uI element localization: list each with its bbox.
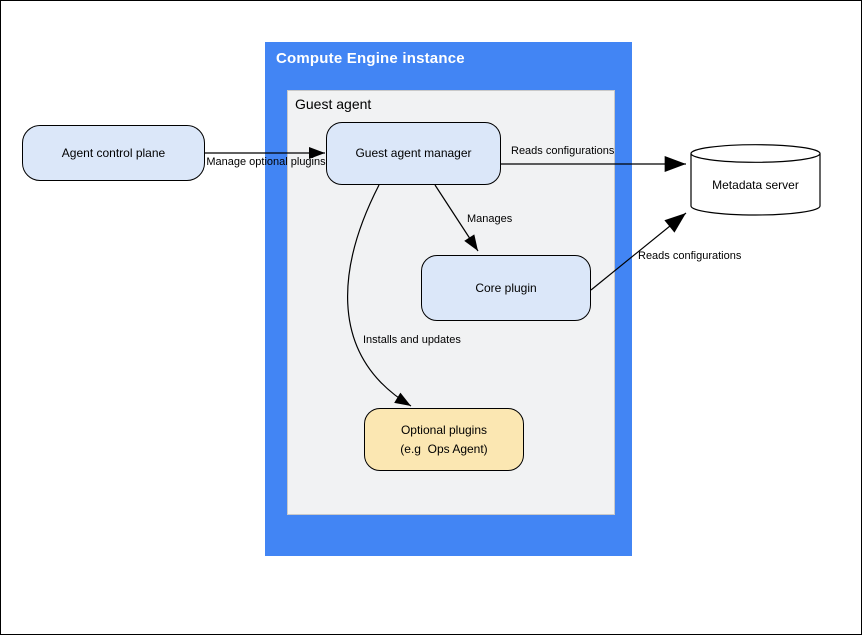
edge-label-installs-and-updates: Installs and updates	[363, 334, 461, 346]
agent-control-plane-node: Agent control plane	[22, 125, 205, 181]
edge-label-reads-configurations-core: Reads configurations	[638, 250, 742, 262]
guest-agent-manager-label: Guest agent manager	[355, 146, 472, 160]
compute-engine-instance-title: Compute Engine instance	[276, 50, 465, 67]
metadata-server-node: Metadata server	[690, 144, 821, 216]
optional-plugins-label-line1: Optional plugins	[400, 422, 488, 437]
edge-label-reads-configurations-manager: Reads configurations	[511, 145, 615, 157]
guest-agent-manager-node: Guest agent manager	[326, 122, 501, 185]
edge-label-manage-optional-plugins: Manage optional plugins	[206, 156, 326, 168]
metadata-server-label: Metadata server	[712, 178, 799, 192]
core-plugin-label: Core plugin	[475, 280, 537, 295]
optional-plugins-node: Optional plugins (e.g Ops Agent)	[364, 408, 524, 471]
agent-control-plane-label: Agent control plane	[61, 145, 166, 160]
database-cylinder-icon	[690, 144, 821, 216]
core-plugin-node: Core plugin	[421, 255, 591, 321]
edge-label-manages: Manages	[467, 213, 513, 225]
optional-plugins-label-line2: (e.g Ops Agent)	[400, 441, 488, 456]
guest-agent-title: Guest agent	[295, 96, 372, 112]
